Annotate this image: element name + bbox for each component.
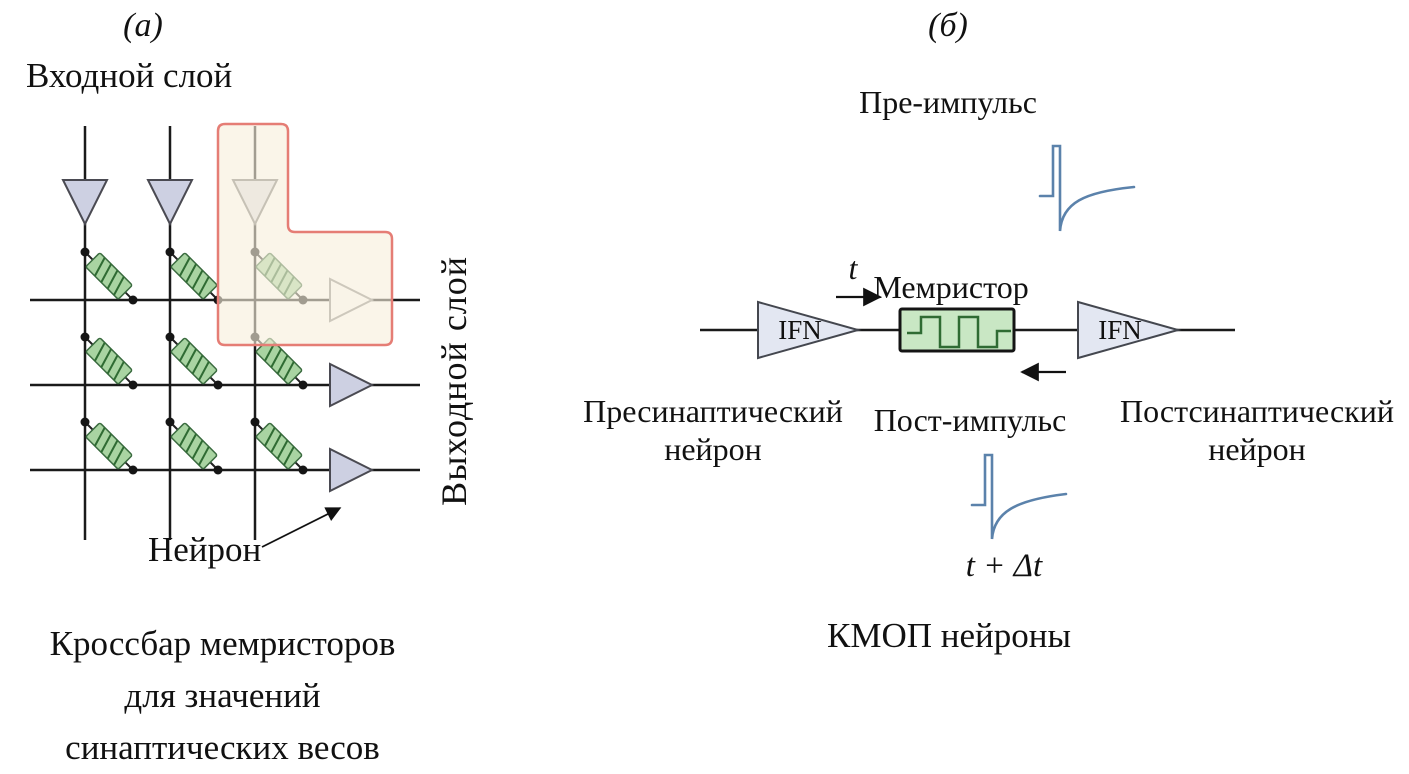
memristor-cell bbox=[249, 416, 309, 476]
crossbar-caption-line2: для значений bbox=[124, 676, 321, 715]
ifn-right-triangle bbox=[1077, 300, 1182, 360]
input-layer-label: Входной слой bbox=[26, 56, 233, 95]
highlight-region bbox=[216, 122, 394, 347]
memristor-device bbox=[898, 307, 1016, 353]
postsynaptic-neuron-label: Постсинаптический нейрон bbox=[1105, 392, 1409, 468]
output-layer-label: Выходной слой bbox=[434, 255, 475, 506]
post-pulse-waveform bbox=[970, 453, 1068, 540]
presynaptic-neuron-label-line2: нейрон bbox=[664, 431, 762, 467]
presynaptic-neuron-label-line1: Пресинаптический bbox=[583, 393, 843, 429]
cmos-neuron-diagram bbox=[700, 144, 1235, 540]
crossbar-caption-line1: Кроссбар мемристоров bbox=[49, 624, 396, 663]
memristor-cell bbox=[164, 331, 224, 391]
t-plus-delta-t-label: t + Δt bbox=[965, 548, 1043, 584]
presynaptic-neuron-label: Пресинаптический нейрон bbox=[563, 392, 863, 468]
panel-a-label: (а) bbox=[123, 7, 163, 44]
pre-pulse-label: Пре-импульс bbox=[859, 84, 1037, 120]
t-label: t bbox=[848, 250, 858, 286]
ifn-left-triangle bbox=[757, 300, 862, 360]
memristor-label: Мемристор bbox=[873, 269, 1029, 305]
crossbar-diagram bbox=[30, 122, 420, 548]
ifn-left-label: IFN bbox=[778, 315, 822, 345]
memristor-cell bbox=[79, 331, 139, 391]
memristor-cell bbox=[79, 416, 139, 476]
crossbar-caption: Кроссбар мемристоров для значений синапт… bbox=[0, 618, 445, 774]
memristor-wave bbox=[907, 315, 1011, 349]
input-neuron-triangle bbox=[146, 179, 194, 227]
panel-b-label: (б) bbox=[928, 7, 968, 44]
output-neuron-triangle bbox=[329, 447, 375, 493]
postsynaptic-neuron-label-line1: Постсинаптический bbox=[1119, 393, 1395, 429]
memristor-cell bbox=[79, 246, 139, 306]
memristor-cell bbox=[164, 416, 224, 476]
input-neuron-triangle bbox=[61, 179, 109, 227]
output-neuron-triangle bbox=[329, 362, 375, 408]
memristor-cell bbox=[164, 246, 224, 306]
postsynaptic-neuron-label-line2: нейрон bbox=[1208, 431, 1306, 467]
neuron-label: Нейрон bbox=[148, 530, 262, 569]
post-pulse-label: Пост-импульс bbox=[873, 402, 1067, 438]
neuron-pointer-arrow bbox=[261, 507, 342, 548]
ifn-right-label: IFN bbox=[1098, 315, 1142, 345]
cmos-caption: КМОП нейроны bbox=[826, 616, 1071, 655]
crossbar-caption-line3: синаптических весов bbox=[65, 728, 380, 767]
pre-pulse-waveform bbox=[1038, 144, 1136, 232]
